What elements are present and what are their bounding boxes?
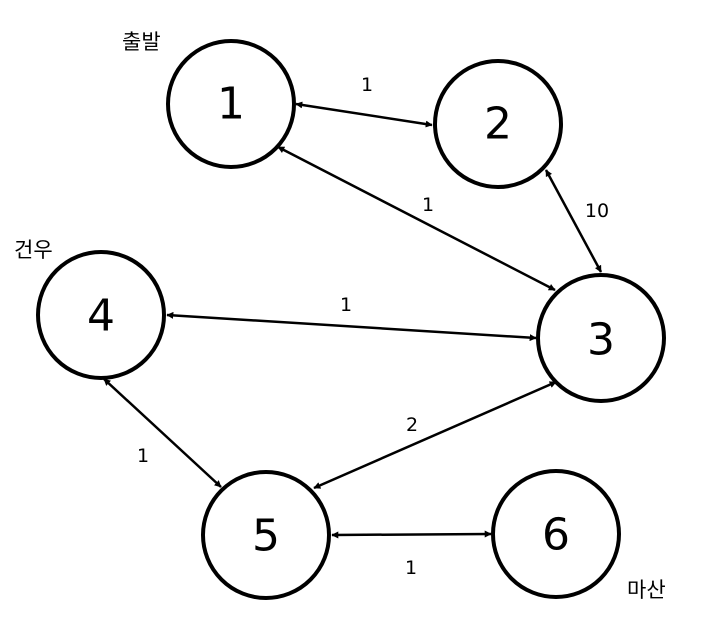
annotation-waypoint: 건우 [14,238,53,262]
edge-4-5 [103,378,222,488]
node-label-1: 1 [217,79,245,130]
edge-weight-1-3: 1 [422,194,434,216]
annotation-start: 출발 [122,30,161,54]
node-4: 4 [36,250,166,380]
nodes: 1 2 3 4 5 6 [36,39,666,600]
edge-4-3 [166,311,537,342]
edge-weight-1-2: 1 [361,74,373,96]
edge-weights: 1 1 10 1 1 2 1 [137,74,609,579]
edge-weight-5-3: 2 [406,414,418,436]
node-label-2: 2 [484,99,512,150]
node-1: 1 [166,39,296,169]
annotation-destination: 마산 [627,578,666,602]
node-2: 2 [433,59,563,189]
edge-5-6 [331,530,492,539]
node-label-4: 4 [87,291,115,342]
edge-1-2 [295,101,433,128]
edge-5-3 [313,380,557,490]
edge-weight-2-3: 10 [585,200,609,222]
edge-weight-5-6: 1 [405,557,417,579]
node-6: 6 [491,469,621,599]
node-3: 3 [536,273,666,403]
edges [103,101,603,539]
edge-2-3 [544,169,603,273]
edge-weight-4-5: 1 [137,445,149,467]
node-label-6: 6 [542,510,570,561]
node-label-3: 3 [587,315,615,366]
node-label-5: 5 [252,511,280,562]
annotations: 출발 건우 마산 [14,30,666,602]
node-5: 5 [201,470,331,600]
edge-weight-4-3: 1 [340,294,352,316]
edge-1-3 [277,145,556,292]
